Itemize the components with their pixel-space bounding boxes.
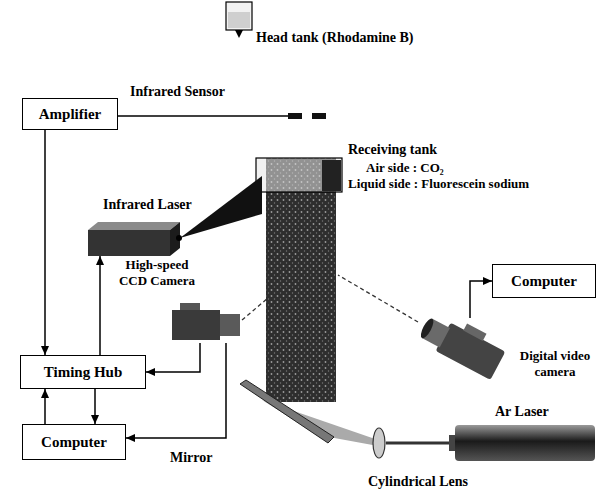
part-label: Ar Laser xyxy=(495,404,549,421)
infrared-laser-symbol xyxy=(88,222,182,256)
beam-line xyxy=(386,442,450,445)
connector xyxy=(118,115,288,117)
infrared-laser: Infrared Laser xyxy=(88,222,180,256)
video-camera-symbol xyxy=(338,275,509,380)
connector xyxy=(94,389,96,424)
receiving-tank: Receiving tankAir side : CO₂Liquid side … xyxy=(256,158,342,192)
head-tank: Head tank (Rhodamine B) xyxy=(226,2,252,36)
part-label: Cylindrical Lens xyxy=(368,474,468,491)
part-label: Liquid side : Fluorescein sodium xyxy=(348,176,529,192)
computer-box: Computer xyxy=(492,264,596,298)
cylindrical-lens: Cylindrical Lens xyxy=(372,426,386,460)
video-camera: Digital video camera xyxy=(430,318,510,380)
amplifier-box: Amplifier xyxy=(22,98,118,130)
box-label: Timing Hub xyxy=(44,364,123,381)
lens-symbol xyxy=(373,428,385,458)
connector xyxy=(146,343,200,372)
ar-laser: Ar Laser xyxy=(455,425,595,461)
mirror: Mirror xyxy=(236,378,336,446)
part-label: Head tank (Rhodamine B) xyxy=(256,30,414,47)
part-label: Infrared Laser xyxy=(103,197,192,214)
timing-hub-box: Timing Hub xyxy=(20,355,146,389)
ar-laser-symbol xyxy=(449,425,595,461)
connector xyxy=(44,389,46,424)
head-tank-symbol xyxy=(226,2,252,38)
connector xyxy=(44,130,46,355)
infrared-beam xyxy=(180,176,262,238)
part-label: Infrared Sensor xyxy=(130,84,225,101)
box-label: Amplifier xyxy=(39,106,101,123)
box-label: Computer xyxy=(511,273,577,290)
connector xyxy=(99,256,101,355)
part-label: High-speed CCD Camera xyxy=(112,257,202,288)
part-label: Digital video camera xyxy=(513,348,597,379)
mirror-symbol xyxy=(240,380,334,443)
infrared-sensor-symbol xyxy=(288,113,326,119)
ccd-camera: High-speed CCD Camera xyxy=(172,303,242,343)
box-label: Computer xyxy=(41,434,107,451)
laser-sheet xyxy=(266,158,336,402)
connector xyxy=(470,281,492,318)
part-label: Air side : CO₂ xyxy=(366,160,444,176)
receiving-tank-symbol xyxy=(256,158,342,192)
infrared-sensor: Infrared Sensor xyxy=(288,110,328,122)
computer-box: Computer xyxy=(22,424,126,460)
part-label: Receiving tank xyxy=(348,142,437,159)
part-label: Mirror xyxy=(170,450,213,467)
ccd-camera-symbol xyxy=(172,298,268,340)
